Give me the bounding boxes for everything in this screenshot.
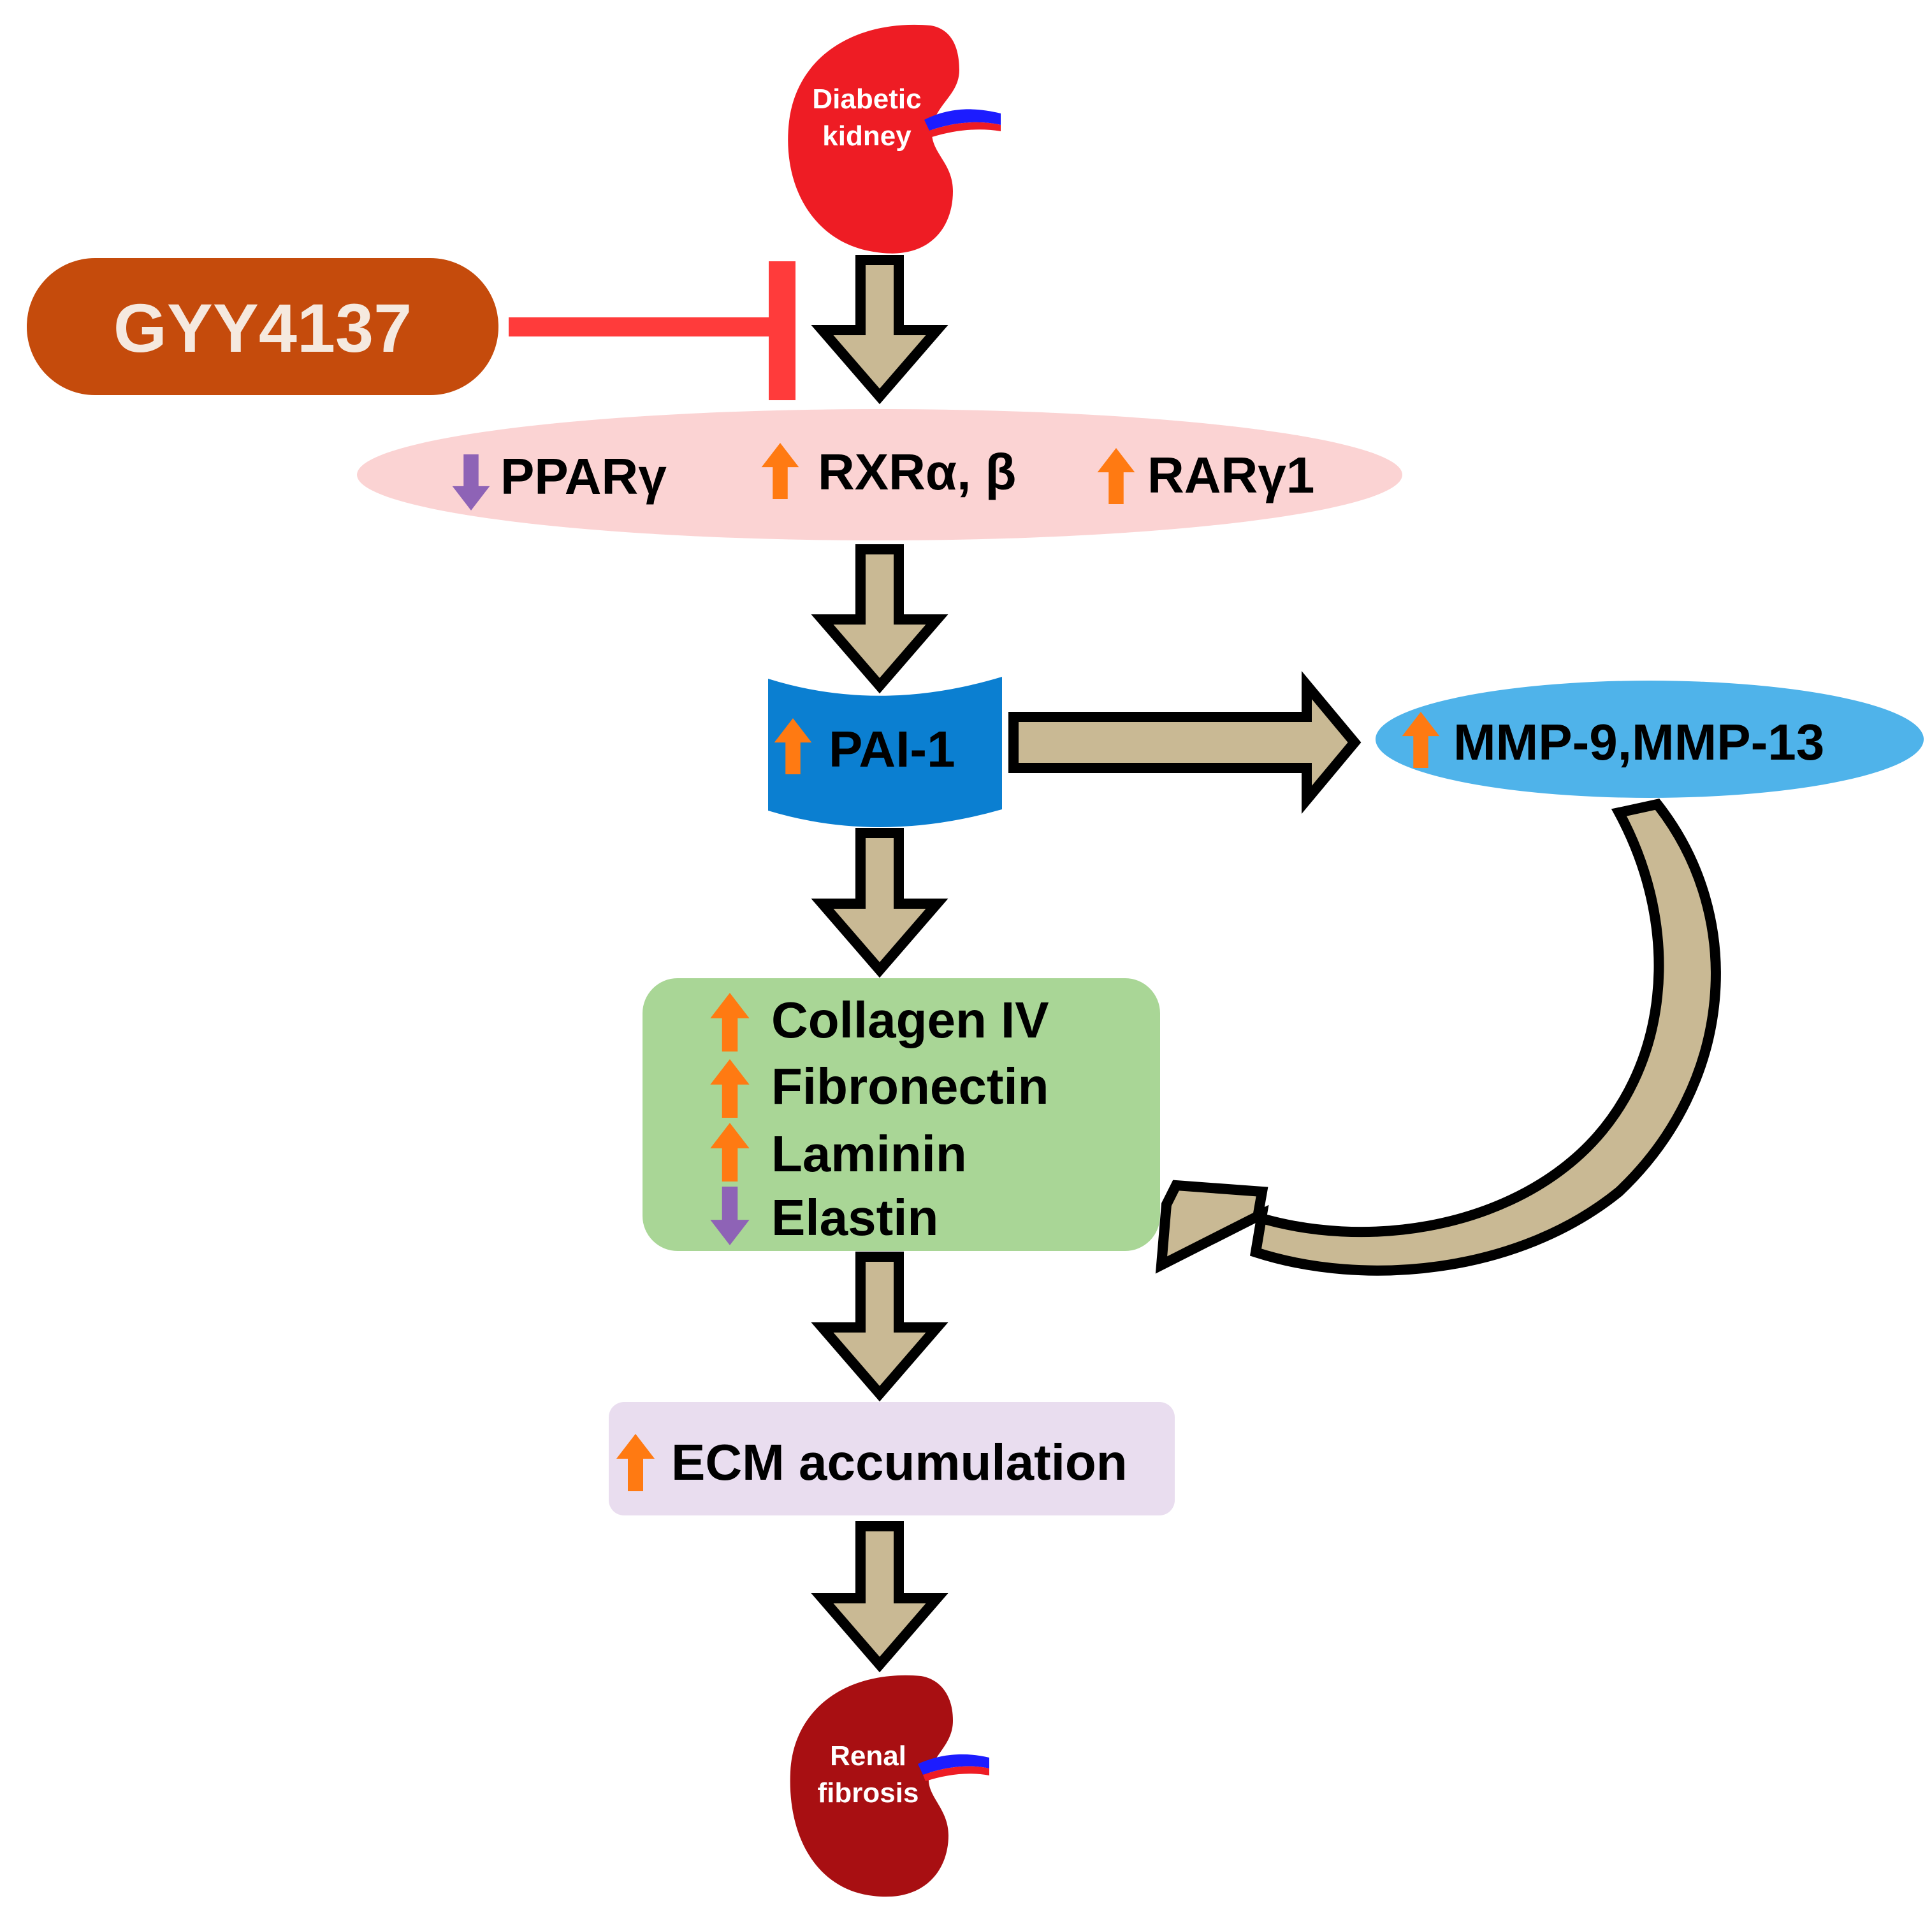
renal-fibrosis-kidney-shape xyxy=(790,1675,953,1897)
ecm-protein-row: Elastin xyxy=(710,1187,938,1246)
diabetic-kidney: Diabetic kidney xyxy=(788,24,1001,254)
pparg-label: PPARγ xyxy=(500,448,667,505)
mmp-node: MMP-9,MMP-13 xyxy=(1376,681,1924,798)
drug-gyy4137: GYY4137 xyxy=(27,258,498,395)
pai1-label: PAI-1 xyxy=(829,721,955,777)
ureter-red xyxy=(929,122,1001,137)
fibronectin-label: Fibronectin xyxy=(771,1058,1049,1115)
pai1-node: PAI-1 xyxy=(768,677,1002,828)
inhibition-bar xyxy=(509,261,795,400)
ecm-proteins-bg xyxy=(643,978,1160,1251)
mmp-ellipse xyxy=(1376,681,1924,798)
drug-pill xyxy=(27,258,498,395)
flow-arrow-receptors-to-pai xyxy=(811,544,948,694)
ureter-blue xyxy=(918,1754,989,1775)
pai1-box xyxy=(768,677,1002,828)
mmp-label: MMP-9,MMP-13 xyxy=(1453,714,1824,770)
laminin-label: Laminin xyxy=(771,1125,967,1182)
ecm-protein-row: Collagen IV xyxy=(710,992,1049,1052)
renal-fibrosis-label-line2: fibrosis xyxy=(818,1777,919,1809)
collagen-label: Collagen IV xyxy=(771,992,1049,1048)
ecm-accumulation-node: ECM accumulation xyxy=(609,1402,1175,1515)
ureter-blue xyxy=(924,109,1001,131)
rxr-label: RXRα, β xyxy=(818,444,1016,500)
elastin-label: Elastin xyxy=(771,1189,938,1246)
ureter-red xyxy=(923,1766,989,1781)
flow-arrow-pai-to-mmp xyxy=(1008,670,1362,814)
inhibition-stop xyxy=(769,261,795,400)
curved-arrow-mmp-to-ecm xyxy=(1155,799,1721,1276)
renal-fibrosis-label-line1: Renal xyxy=(830,1740,906,1772)
receptor-band xyxy=(357,409,1402,540)
ecm-accumulation-bg xyxy=(609,1402,1175,1515)
receptor-group: PPARγ RXRα, β RARγ1 xyxy=(357,409,1402,540)
ecm-proteins-box: Collagen IV Fibronectin Laminin Elastin xyxy=(643,978,1160,1251)
diabetic-kidney-shape xyxy=(788,24,959,254)
flow-arrow-kidney-to-receptors xyxy=(811,255,948,405)
flow-arrow-ecm-to-accumulation xyxy=(811,1252,948,1402)
ecm-accumulation-label: ECM accumulation xyxy=(671,1434,1128,1491)
inhibition-line xyxy=(509,317,789,336)
rar-label: RARγ1 xyxy=(1147,447,1314,503)
renal-fibrosis-kidney: Renal fibrosis xyxy=(790,1675,989,1897)
diabetic-kidney-label-line2: kidney xyxy=(822,120,912,152)
diabetic-kidney-label-line1: Diabetic xyxy=(812,83,921,115)
ecm-protein-row: Laminin xyxy=(710,1123,967,1182)
flow-arrow-pai-to-ecm xyxy=(811,828,948,978)
flow-arrow-accumulation-to-fibrosis xyxy=(811,1521,948,1673)
drug-label: GYY4137 xyxy=(113,289,412,366)
ecm-protein-row: Fibronectin xyxy=(710,1058,1049,1118)
